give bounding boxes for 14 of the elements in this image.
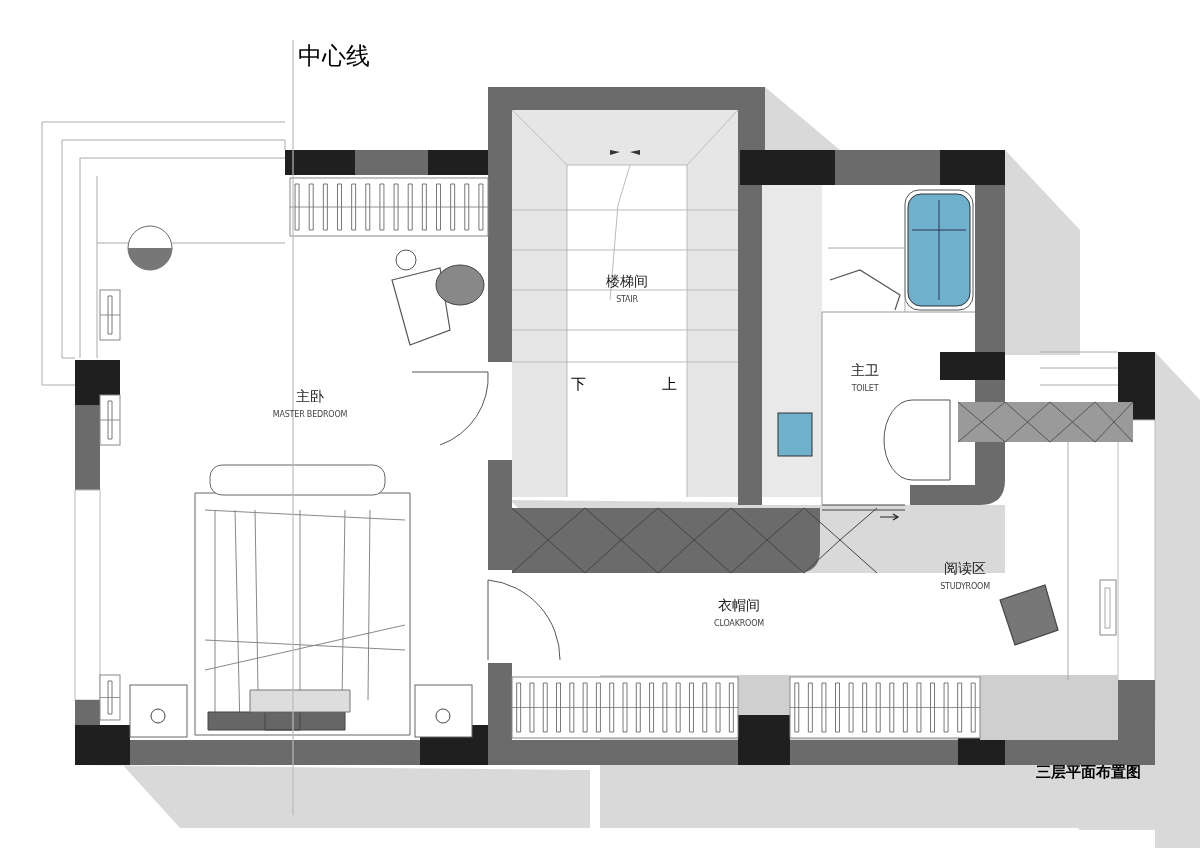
room-name: 楼梯间 [606,274,648,288]
room-name: 阅读区 [944,561,986,575]
stair-direction-label: 下 [571,377,586,392]
room-name: 主卧 [296,389,324,403]
room-name-english: TOILET [851,385,879,393]
plan-caption: 三层平面布置图 [1036,765,1141,780]
room-name: 衣帽间 [718,598,760,612]
center-line-label: 中心线 [298,44,370,68]
room-name-english: MASTER BEDROOM [272,411,348,419]
room-name: 主卫 [851,363,879,377]
room-name-english: STUDYROOM [940,583,990,591]
room-name-english: CLOAKROOM [714,620,764,628]
stair-direction-label: 上 [662,377,677,392]
room-name-english: STAIR [616,296,638,304]
